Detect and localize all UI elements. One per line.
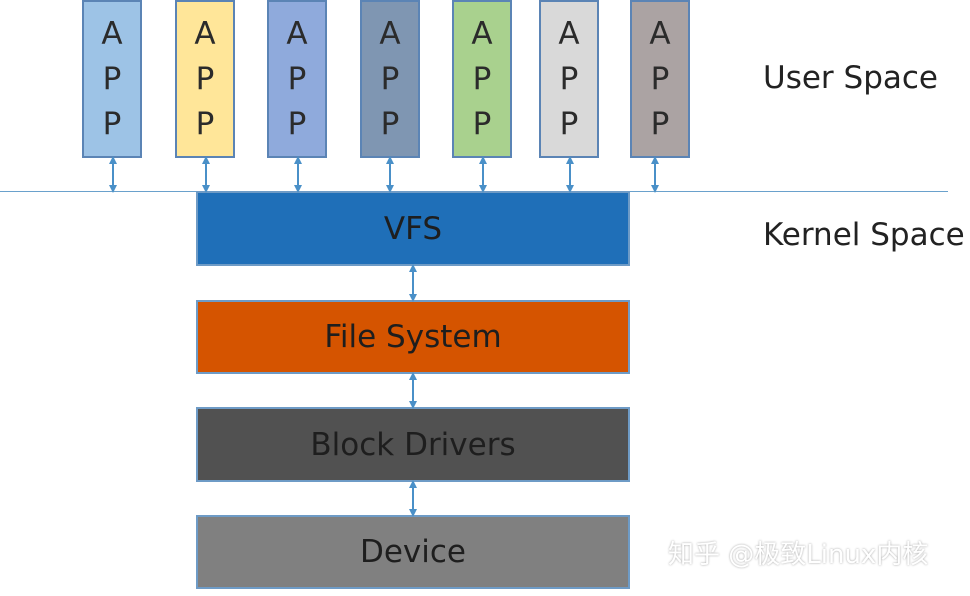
- app-box-3: A P P: [267, 0, 327, 158]
- user-space-label: User Space: [763, 60, 938, 96]
- layer-device: Device: [196, 515, 630, 589]
- layer-block-drivers: Block Drivers: [196, 407, 630, 482]
- app-letter: P: [559, 60, 579, 97]
- app-letter: P: [287, 60, 307, 97]
- app-letter: P: [380, 105, 400, 142]
- app-letter: A: [649, 15, 671, 52]
- app-letter: P: [472, 60, 492, 97]
- app-letter: A: [286, 15, 308, 52]
- app-letter: P: [559, 105, 579, 142]
- app-letter: A: [379, 15, 401, 52]
- app-letter: A: [471, 15, 493, 52]
- kernel-space-label: Kernel Space: [763, 217, 965, 253]
- app-letter: P: [650, 105, 670, 142]
- app-box-4: A P P: [360, 0, 420, 158]
- app-letter: P: [650, 60, 670, 97]
- app-letter: P: [195, 105, 215, 142]
- layer-file-system-label: File System: [324, 319, 502, 355]
- app-letter: P: [102, 60, 122, 97]
- layer-block-drivers-label: Block Drivers: [310, 426, 516, 463]
- app-letter: P: [380, 60, 400, 97]
- layer-vfs-label: VFS: [383, 210, 443, 247]
- layer-file-system: File System: [196, 300, 630, 374]
- app-letter: A: [558, 15, 580, 52]
- app-letter: A: [101, 15, 123, 52]
- app-letter: A: [194, 15, 216, 52]
- layer-device-label: Device: [359, 534, 467, 570]
- app-box-7: A P P: [630, 0, 690, 158]
- app-letter: P: [472, 105, 492, 142]
- layer-vfs: VFS: [196, 191, 630, 266]
- app-letter: P: [195, 60, 215, 97]
- app-box-2: A P P: [175, 0, 235, 158]
- app-letter: P: [102, 105, 122, 142]
- watermark: 知乎 @极致Linux内核: [668, 540, 929, 570]
- app-box-5: A P P: [452, 0, 512, 158]
- app-letter: P: [287, 105, 307, 142]
- app-box-1: A P P: [82, 0, 142, 158]
